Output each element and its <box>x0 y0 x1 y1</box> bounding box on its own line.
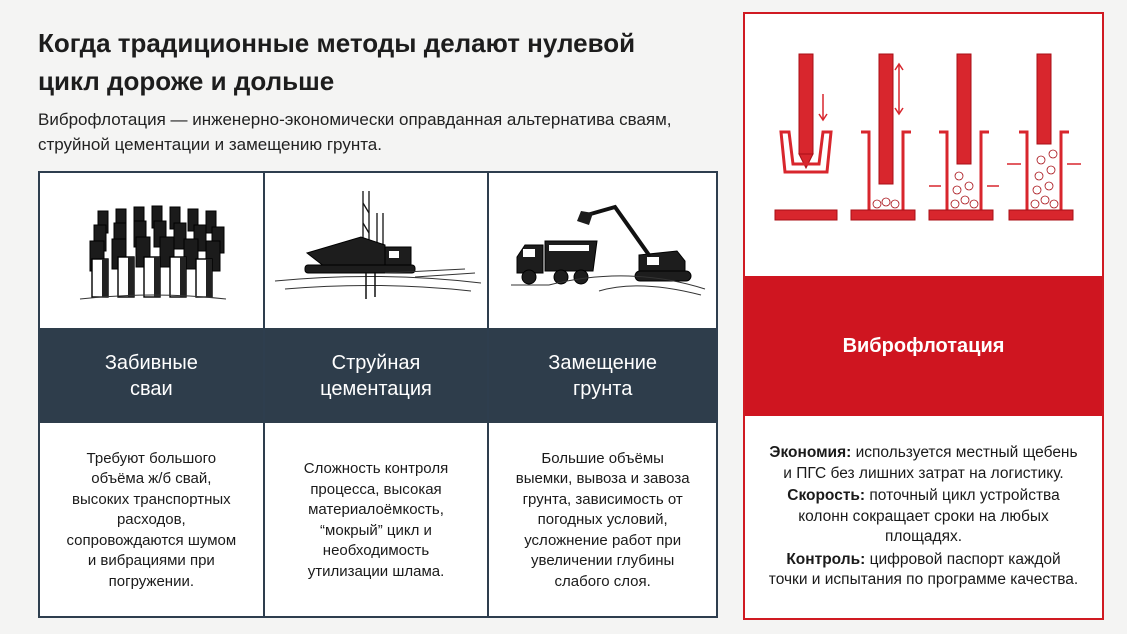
method-description-text: Сложность контроля процесса, высокая мат… <box>303 460 449 580</box>
jet-grouting-rig-illustration <box>265 173 488 328</box>
method-card-piles: Забивные сваи Требуют большого объёма ж/… <box>40 173 265 616</box>
featured-method-card: Виброфлотация Экономия: используется мес… <box>743 12 1104 620</box>
excavator-truck-illustration <box>489 173 716 328</box>
benefit-economy: Экономия: используется местный щебень и … <box>765 443 1082 484</box>
page-title: Когда традиционные методы делают нулевой… <box>38 28 636 96</box>
method-description-text: Требуют большого объёма ж/б свай, высоки… <box>66 449 237 590</box>
benefit-label: Контроль: <box>786 550 866 568</box>
method-description-text: Большие объёмы выемки, вывоза и завоза г… <box>515 449 690 590</box>
benefit-text: цифровой паспорт каждой точки и испытани… <box>768 550 1079 589</box>
page-subtitle: Виброфлотация — инженерно-экономически о… <box>38 110 672 154</box>
benefit-control: Контроль: цифровой паспорт каждой точки … <box>765 550 1082 591</box>
method-name-text: Забивные сваи <box>104 351 198 400</box>
piles-illustration <box>40 173 263 328</box>
method-card-soil-replacement: Замещение грунта Большие объёмы выемки, … <box>489 173 716 616</box>
method-name: Забивные сваи <box>40 328 263 423</box>
featured-method-name: Виброфлотация <box>745 276 1102 416</box>
benefit-speed: Скорость: поточный цикл устройства колон… <box>765 486 1082 548</box>
vibroflotation-steps-illustration <box>745 14 1102 276</box>
method-name: Замещение грунта <box>489 328 716 423</box>
method-name-text: Струйная цементация <box>320 351 432 400</box>
method-card-jet-grouting: Струйная цементация Сложность контроля п… <box>264 173 490 618</box>
method-name-text: Замещение грунта <box>548 351 658 400</box>
methods-comparison-table: Забивные сваи Требуют большого объёма ж/… <box>38 171 718 618</box>
benefit-label: Экономия: <box>769 444 852 462</box>
benefit-text: используется местный щебень и ПГС без ли… <box>783 444 1078 482</box>
benefit-text: поточный цикл устройства колонн сокращае… <box>798 487 1060 546</box>
method-description: Требуют большого объёма ж/б свай, высоки… <box>40 423 263 618</box>
method-description: Большие объёмы выемки, вывоза и завоза г… <box>489 423 716 618</box>
method-name: Струйная цементация <box>264 328 488 423</box>
method-description: Сложность контроля процесса, высокая мат… <box>265 423 488 618</box>
benefits-list: Экономия: используется местный щебень и … <box>745 416 1102 620</box>
benefit-label: Скорость: <box>787 487 866 505</box>
